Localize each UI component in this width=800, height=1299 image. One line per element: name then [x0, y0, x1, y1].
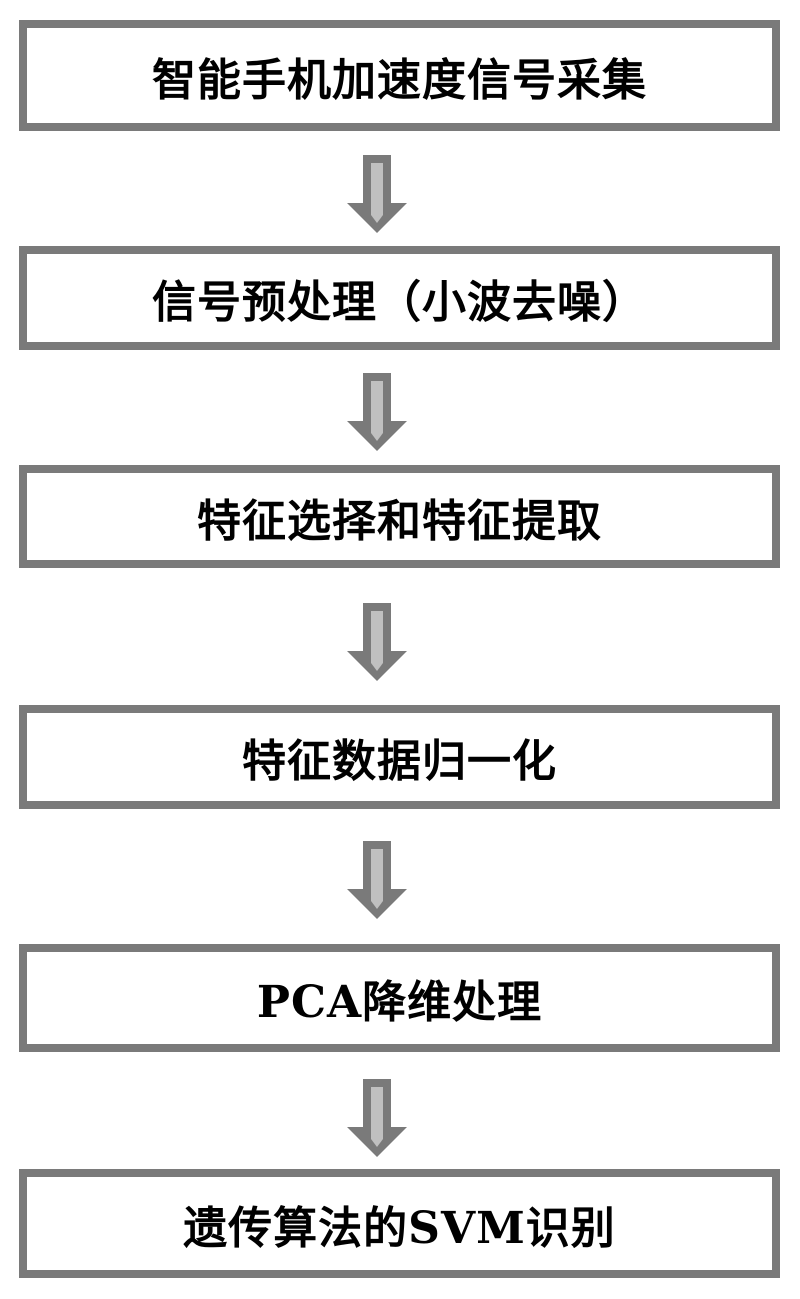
- down-arrow-icon: [347, 1079, 407, 1157]
- step-4-label: 特征数据归一化: [242, 736, 557, 787]
- step-2-box: 信号预处理（小波去噪）: [19, 246, 780, 350]
- step-6-label: 遗传算法的SVM识别: [183, 1202, 616, 1254]
- step-5-label: PCA降维处理: [256, 977, 543, 1028]
- down-arrow-icon: [347, 373, 407, 451]
- step-1-box: 智能手机加速度信号采集: [19, 20, 780, 131]
- step-2-label: 信号预处理（小波去噪）: [152, 277, 647, 328]
- step-1-label: 智能手机加速度信号采集: [152, 54, 647, 106]
- down-arrow-icon: [347, 603, 407, 681]
- down-arrow-icon: [347, 155, 407, 233]
- step-3-label: 特征选择和特征提取: [197, 495, 602, 547]
- step-3-box: 特征选择和特征提取: [19, 465, 780, 568]
- down-arrow-icon: [347, 841, 407, 919]
- step-4-box: 特征数据归一化: [19, 705, 780, 809]
- step-5-box: PCA降维处理: [19, 944, 780, 1052]
- step-6-box: 遗传算法的SVM识别: [19, 1169, 780, 1278]
